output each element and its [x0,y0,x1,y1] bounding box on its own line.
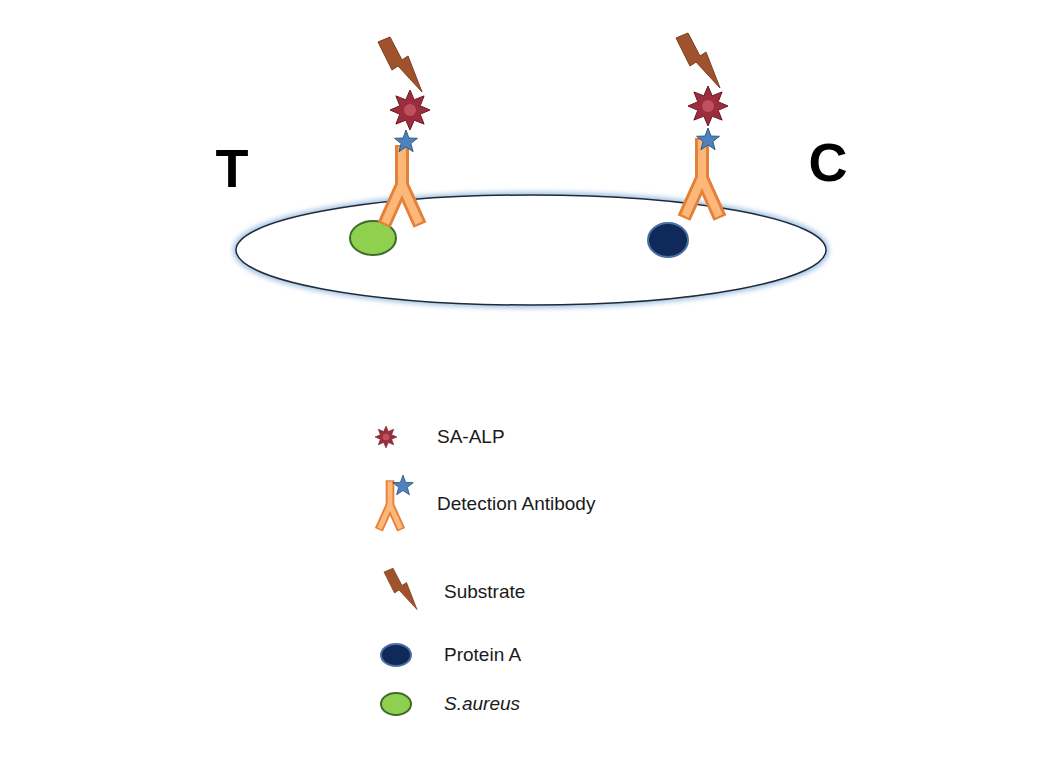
protein-a [648,223,688,257]
sa-alp [688,86,728,126]
legend-substrate [384,568,417,609]
legend-protein-a [381,644,411,666]
legend-star [393,475,414,495]
legend-text: SA-ALP [437,426,505,448]
ellipse-glow [236,195,826,305]
line-label: T [216,137,249,199]
legend-text: Protein A [444,644,521,666]
legend-sa-alp [375,426,397,448]
legend-text: Detection Antibody [437,493,595,515]
biotin-star [697,128,720,150]
substrate [378,37,422,92]
sa-alp [390,90,430,130]
legend-s-aureus [381,693,411,715]
detection-antibody [684,138,720,218]
membrane-ellipse [236,195,826,305]
detection-antibody [384,145,420,225]
biotin-star [395,130,418,152]
legend-text: Substrate [444,581,525,603]
line-label: C [809,131,848,193]
legend-text: S.aureus [444,693,520,715]
substrate [676,33,720,88]
legend-antibody [379,480,401,530]
